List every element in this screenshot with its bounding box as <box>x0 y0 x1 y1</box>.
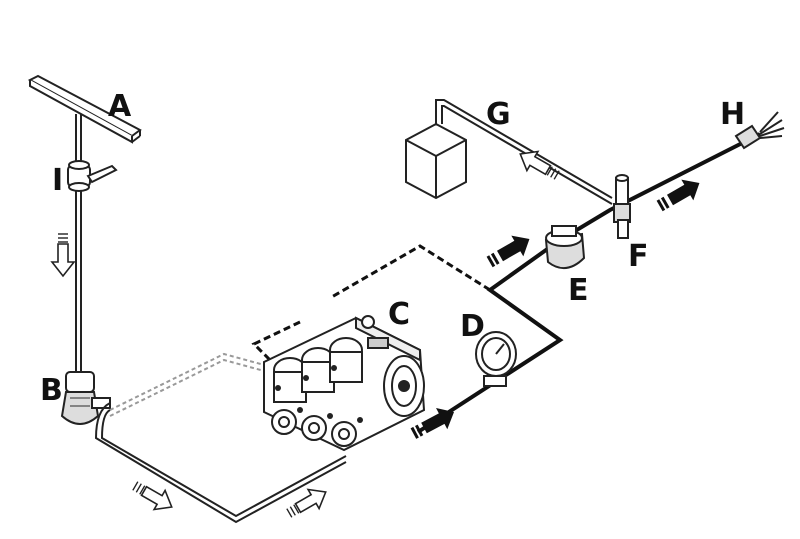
pressure-gauge <box>475 331 517 387</box>
supply-bar <box>27 74 142 144</box>
supply-pipe <box>75 114 82 372</box>
label-d: D <box>460 309 485 344</box>
label-a: A <box>108 89 132 124</box>
shutoff-valve <box>67 160 118 192</box>
label-c: C <box>388 297 410 332</box>
pump <box>263 315 426 452</box>
label-f: F <box>628 239 649 274</box>
bypass-return-line <box>251 244 491 362</box>
inlet-filter <box>60 371 111 425</box>
inlet-pipe <box>94 402 347 524</box>
inlet-flow-arrow-2 <box>283 481 333 524</box>
outlet-flow-arrow <box>653 172 706 217</box>
label-i: I <box>52 163 63 198</box>
label-e: E <box>568 273 589 308</box>
spray-nozzle <box>734 111 785 150</box>
bypass-tank <box>405 122 467 200</box>
high-pressure-line <box>416 132 761 434</box>
unloader-valve <box>544 225 586 269</box>
relief-valve <box>613 174 631 239</box>
label-b: B <box>40 373 63 408</box>
label-h: H <box>720 97 745 132</box>
label-g: G <box>486 97 511 132</box>
inlet-hidden-pipe <box>109 352 269 417</box>
regulator-flow-arrow <box>483 228 536 273</box>
supply-flow-arrow <box>51 233 75 277</box>
